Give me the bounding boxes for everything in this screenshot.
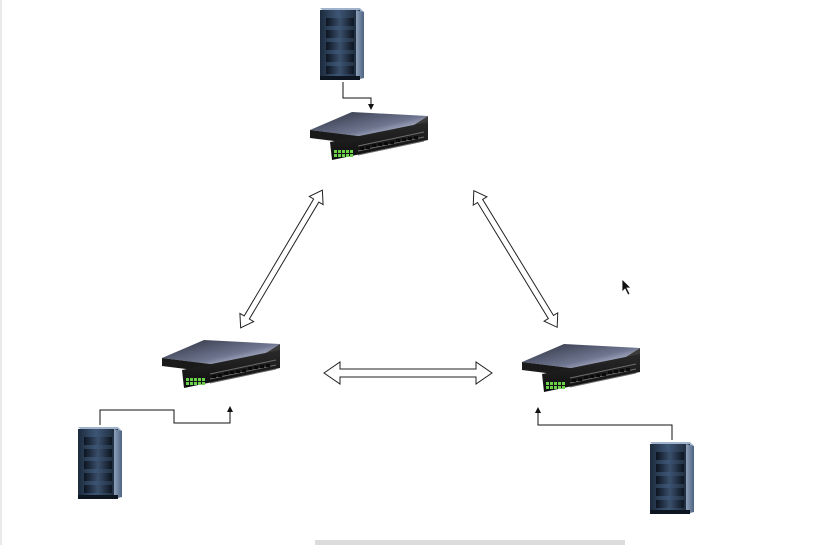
server-connector-top — [342, 82, 372, 108]
connector-arrowhead — [227, 406, 233, 412]
connector-arrowhead — [535, 407, 541, 413]
connector-arrowhead — [368, 104, 374, 110]
link-arrow-left-right — [323, 361, 493, 385]
link-arrow-top-left — [239, 189, 324, 329]
server-connector-right — [537, 411, 673, 440]
server-connector-left — [99, 409, 231, 425]
mouse-cursor-icon — [621, 278, 632, 296]
network-switch-icon — [309, 111, 429, 161]
window-left-edge — [0, 0, 2, 545]
server-rack-icon — [78, 427, 122, 499]
link-arrow-top-right — [472, 189, 559, 329]
scrollbar-hint — [315, 540, 625, 545]
network-switch-icon — [521, 343, 641, 393]
server-rack-icon — [320, 8, 364, 80]
server-rack-icon — [650, 442, 694, 514]
network-switch-icon — [161, 339, 281, 389]
